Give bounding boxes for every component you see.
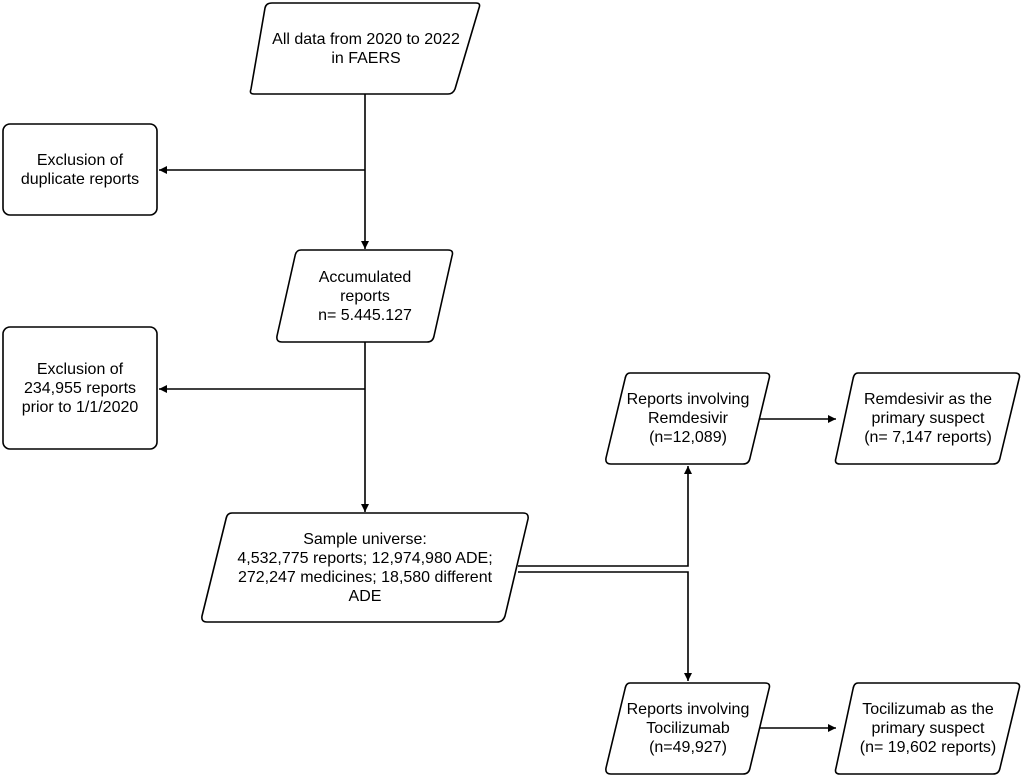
tocilizumab-count: (n=49,927) (649, 739, 727, 756)
remdesivir-primary-label: Remdesivir as the primary suspect (n= 7,… (842, 373, 1014, 464)
accumulated-line: Accumulated (318, 268, 412, 286)
exclusion-prior-label: Exclusion of 234,955 reports prior to 1/… (3, 327, 157, 449)
remdesivir-line: Remdesivir (647, 410, 728, 427)
sample-universe-line: 4,532,775 reports; 12,974,980 ADE; (237, 549, 493, 567)
exclusion-prior-line: prior to 1/1/2020 (21, 398, 139, 416)
tocilizumab-primary-line: primary suspect (871, 720, 985, 737)
edge-sample-to-tocilizumab (518, 571, 692, 681)
tocilizumab-line: Reports involving (626, 701, 750, 718)
tocilizumab-reports-node (605, 682, 771, 775)
accumulated-line: reports (340, 287, 390, 305)
sample-universe-line: 272,247 medicines; 18,580 different (237, 568, 493, 586)
faers-label-line: All data from 2020 to 2022 (272, 30, 460, 48)
sample-universe-line: ADE (348, 587, 382, 605)
exclusion-prior-line: 234,955 reports (23, 379, 137, 397)
faers-data-node (249, 2, 481, 95)
sample-universe-line: Sample universe: (303, 530, 427, 548)
remdesivir-primary-node (834, 372, 1021, 465)
faers-data-label: All data from 2020 to 2022 in FAERS (255, 3, 477, 94)
exclusion-duplicates-line: Exclusion of (36, 151, 124, 169)
exclusion-duplicates-node (2, 123, 158, 216)
tocilizumab-primary-count: (n= 19,602 reports) (859, 739, 997, 756)
exclusion-prior-line: Exclusion of (36, 360, 124, 378)
remdesivir-reports-node (605, 372, 771, 465)
exclusion-prior-node (2, 326, 158, 450)
exclusion-duplicates-line: duplicate reports (20, 170, 140, 188)
sample-universe-label: Sample universe: 4,532,775 reports; 12,9… (212, 513, 518, 622)
accumulated-reports-node (276, 249, 454, 343)
tocilizumab-reports-label: Reports involving Tocilizumab (n=49,927) (612, 683, 764, 774)
tocilizumab-primary-label: Tocilizumab as the primary suspect (n= 1… (842, 683, 1014, 774)
faers-label-line: in FAERS (331, 49, 401, 67)
remdesivir-line: Reports involving (626, 391, 750, 408)
remdesivir-primary-line: Remdesivir as the (863, 391, 993, 408)
exclusion-duplicates-label: Exclusion of duplicate reports (3, 124, 157, 215)
accumulated-count: n= 5.445.127 (318, 306, 412, 324)
remdesivir-reports-label: Reports involving Remdesivir (n=12,089) (612, 373, 764, 464)
remdesivir-count: (n=12,089) (649, 429, 727, 446)
tocilizumab-primary-node (834, 682, 1021, 775)
tocilizumab-primary-line: Tocilizumab as the (862, 701, 994, 718)
edge-sample-to-remdesivir (518, 466, 692, 567)
remdesivir-primary-line: primary suspect (871, 410, 985, 427)
remdesivir-primary-count: (n= 7,147 reports) (864, 429, 992, 446)
tocilizumab-line: Tocilizumab (646, 720, 730, 737)
accumulated-reports-label: Accumulated reports n= 5.445.127 (282, 250, 448, 342)
sample-universe-node (201, 512, 529, 623)
